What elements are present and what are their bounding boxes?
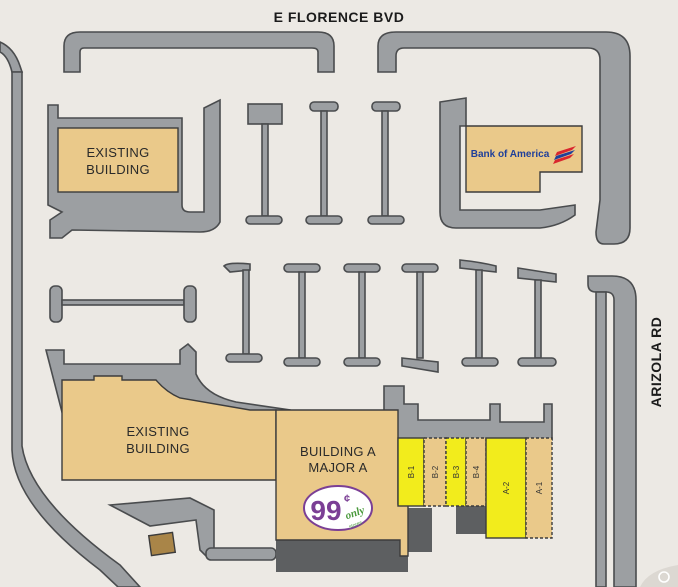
curb-bank-surround: [439, 97, 576, 229]
building-existing-top[interactable]: [57, 127, 179, 193]
unit-label-b3: B-3: [452, 465, 461, 478]
island-mid-2-foot: [283, 357, 321, 367]
unit-label-b4: B-4: [472, 465, 481, 478]
unit-label-b1: B-1: [407, 465, 416, 478]
curb-east-inner: [595, 291, 607, 587]
street-label-north: E FLORENCE BVD: [274, 9, 405, 25]
island-top-1-bar: [261, 123, 269, 217]
building-existing-top-label-2: BUILDING: [86, 162, 150, 177]
island-left-h-l: [49, 285, 63, 323]
building-existing-top-label-1: EXISTING: [86, 145, 149, 160]
curb-bottom-center: [205, 547, 277, 561]
curb-store-top: [383, 385, 553, 441]
island-mid-2-bar: [298, 271, 306, 359]
store-logo-stores: stores: [348, 520, 363, 530]
service-area-1: [276, 540, 408, 572]
curb-left-road: [11, 71, 142, 587]
island-mid-4-bar: [416, 271, 424, 359]
island-mid-6-bar: [534, 279, 542, 359]
island-mid-1-foot: [225, 353, 263, 363]
building-a[interactable]: [275, 409, 409, 557]
shops-strip: B-1 B-2 B-3 B-4 A-2 A-1: [397, 437, 553, 539]
building-a-label-1: BUILDING A: [300, 444, 376, 459]
unit-b4[interactable]: [465, 437, 487, 507]
island-mid-5: [459, 259, 497, 273]
island-top-1-foot: [245, 215, 283, 225]
island-mid-6: [517, 267, 557, 283]
buildings: EXISTING BUILDING Bank of America EXISTI…: [57, 125, 583, 572]
store-logo: 99 ¢ only stores: [303, 485, 373, 531]
island-top-1: [247, 103, 283, 125]
unit-a1[interactable]: [525, 437, 553, 539]
island-mid-4: [401, 263, 439, 273]
curb-top-right: [377, 31, 631, 245]
island-top-3-bar: [381, 110, 389, 217]
island-mid-3-bar: [358, 271, 366, 359]
island-top-3: [371, 101, 401, 112]
island-top-3-foot: [367, 215, 405, 225]
island-mid-5-foot: [461, 357, 499, 367]
service-area-3: [456, 506, 486, 534]
island-top-2-bar: [320, 110, 328, 217]
building-existing-bottom-label-1: EXISTING: [126, 424, 189, 439]
island-mid-3-foot: [343, 357, 381, 367]
store-logo-badge: [303, 485, 373, 531]
unit-label-b2: B-2: [431, 465, 440, 478]
island-mid-1-bar: [242, 269, 250, 355]
street-label-east: ARIZOLA RD: [648, 317, 664, 408]
unit-label-a1: A-1: [535, 481, 544, 494]
building-a-label-2: MAJOR A: [308, 460, 367, 475]
curb-top-left: [63, 31, 335, 73]
island-top-2-foot: [305, 215, 343, 225]
unit-label-a2: A-2: [502, 481, 511, 494]
island-mid-2: [283, 263, 321, 273]
building-existing-bottom-label-2: BUILDING: [126, 441, 190, 456]
kiosk: [147, 531, 177, 557]
building-bank[interactable]: [465, 125, 583, 193]
curb-east-road: [587, 275, 637, 587]
store-logo-cent: ¢: [344, 493, 350, 505]
island-left-h-r: [183, 285, 197, 323]
building-existing-bottom[interactable]: [61, 375, 277, 481]
island-mid-6-foot: [517, 357, 557, 367]
island-mid-5-bar: [475, 269, 483, 359]
island-mid-3: [343, 263, 381, 273]
island-mid-4-foot: [401, 357, 439, 373]
service-area-2: [408, 508, 432, 552]
island-left-h-bar: [61, 299, 185, 306]
store-logo-99: 99: [310, 495, 341, 526]
watermark-icon: [658, 571, 670, 583]
unit-b1[interactable]: [397, 437, 425, 507]
island-top-2: [309, 101, 339, 112]
unit-b3[interactable]: [445, 437, 467, 507]
bank-label: Bank of America: [471, 149, 550, 160]
bank-flag-icon: [553, 146, 576, 164]
